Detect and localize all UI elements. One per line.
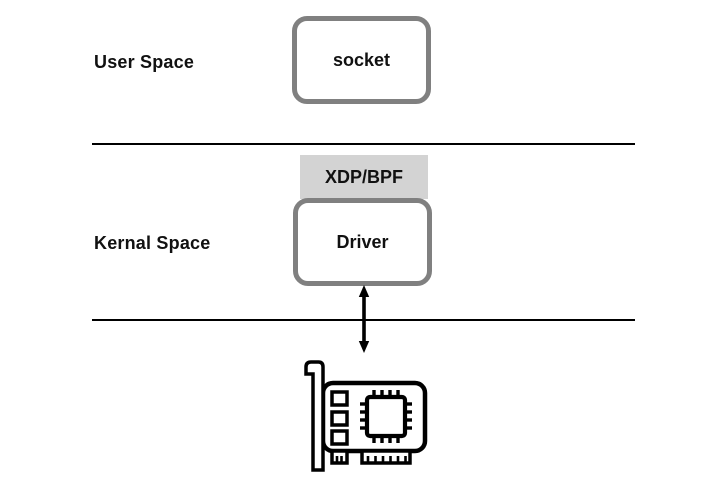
user-kernel-divider-line bbox=[92, 143, 635, 145]
network-card-icon bbox=[304, 360, 428, 472]
driver-box: Driver bbox=[293, 198, 432, 286]
socket-box-label: socket bbox=[332, 49, 391, 70]
xdp-bpf-box: XDP/BPF bbox=[300, 155, 428, 199]
kernal-space-label: Kernal Space bbox=[94, 233, 211, 253]
user-space-label: User Space bbox=[94, 52, 195, 72]
socket-box: socket bbox=[292, 16, 431, 104]
bidirectional-arrow-icon bbox=[358, 285, 370, 353]
xdp-bpf-label: XDP/BPF bbox=[324, 166, 403, 187]
driver-box-label: Driver bbox=[336, 231, 389, 252]
